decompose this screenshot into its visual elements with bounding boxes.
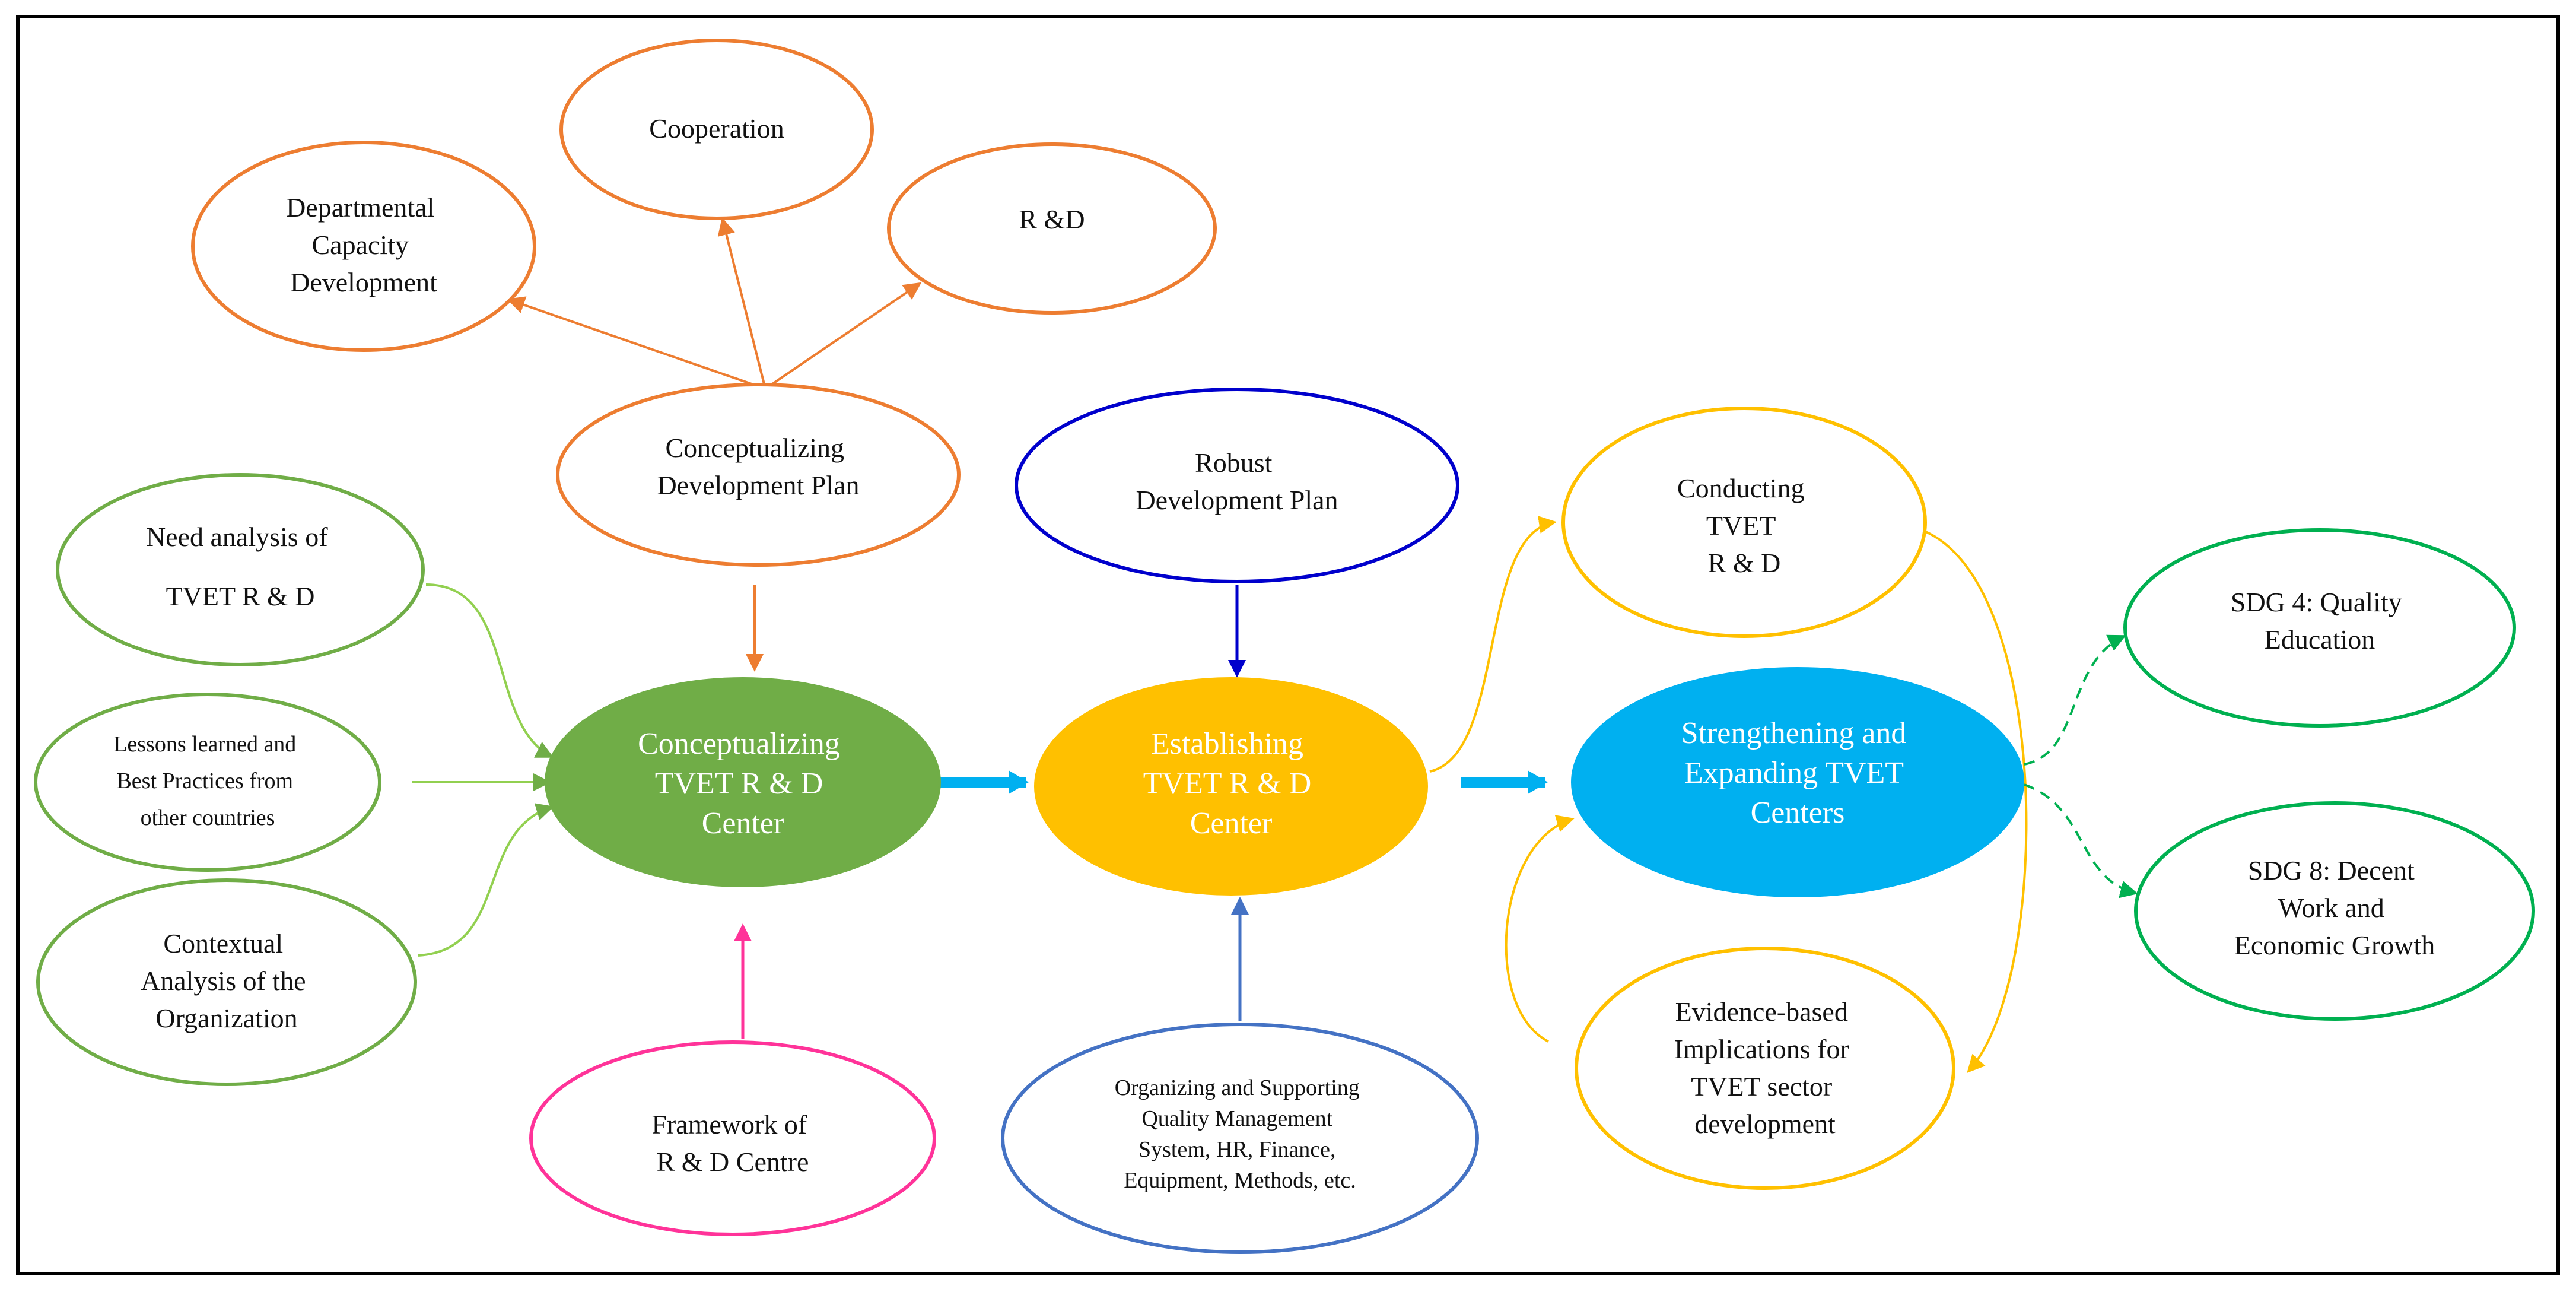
node-sdg4: SDG 4: Quality Education bbox=[2123, 528, 2516, 728]
node-cooperation: Cooperation bbox=[559, 39, 874, 220]
node-establishing-text: Establishing TVET R & D Center bbox=[1143, 727, 1319, 840]
node-strengthening-text: Strengthening and Expanding TVET Centers bbox=[1681, 716, 1914, 830]
connectors bbox=[412, 217, 2138, 1073]
node-rd: R &D bbox=[887, 142, 1217, 315]
node-need-analysis: Need analysis of TVET R & D bbox=[56, 473, 425, 666]
node-conceptualizing-plan: Conceptualizing Development Plan bbox=[556, 383, 961, 567]
arrow-plan-to-rd bbox=[764, 282, 922, 390]
arrow-plan-to-departmental bbox=[507, 296, 766, 390]
node-conceptualizing-plan-text: Conceptualizing Development Plan bbox=[657, 433, 859, 500]
node-contextual-text: Contextual Analysis of the Organization bbox=[141, 928, 313, 1033]
node-conducting-text: Conducting TVET R & D bbox=[1677, 473, 1811, 578]
node-organizing-text: Organizing and Supporting Quality Manage… bbox=[1115, 1075, 1366, 1193]
node-robust-text: Robust Development Plan bbox=[1136, 447, 1338, 515]
outer-frame bbox=[16, 15, 2560, 1275]
arrow-plan-to-cooperation bbox=[717, 217, 767, 389]
node-organizing: Organizing and Supporting Quality Manage… bbox=[1001, 1023, 1479, 1254]
node-sdg4-text: SDG 4: Quality Education bbox=[2231, 587, 2409, 655]
node-sdg8-text: SDG 8: Decent Work and Economic Growth bbox=[2234, 855, 2435, 960]
node-strengthening: Strengthening and Expanding TVET Centers bbox=[1571, 667, 2024, 897]
node-departmental-text: Departmental Capacity Development bbox=[286, 192, 441, 297]
arrow-strengthening-to-sdg4 bbox=[2024, 634, 2126, 766]
arrow-establishing-to-conducting bbox=[1429, 516, 1557, 773]
arrow-strengthening-to-sdg8 bbox=[2024, 783, 2138, 899]
node-lessons: Lessons learned and Best Practices from … bbox=[34, 693, 381, 872]
node-evidence-text: Evidence-based Implications for TVET sec… bbox=[1674, 996, 1856, 1139]
node-rd-text: R &D bbox=[1019, 204, 1085, 234]
node-departmental: Departmental Capacity Development bbox=[191, 141, 536, 352]
node-cooperation-text: Cooperation bbox=[649, 113, 784, 144]
node-framework-text: Framework of R & D Centre bbox=[651, 1109, 813, 1177]
node-need-analysis-text: Need analysis of TVET R & D bbox=[146, 522, 335, 611]
arrow-evidence-to-strengthening bbox=[1505, 815, 1575, 1043]
node-framework: Framework of R & D Centre bbox=[529, 1040, 936, 1236]
arrow-need-to-center bbox=[425, 583, 554, 758]
arrow-conducting-to-evidence bbox=[1916, 527, 2028, 1073]
node-lessons-text: Lessons learned and Best Practices from … bbox=[113, 732, 302, 830]
node-establishing: Establishing TVET R & D Center bbox=[1034, 677, 1428, 896]
arrow-contextual-to-center bbox=[418, 803, 554, 957]
node-conceptualizing-center: Conceptualizing TVET R & D Center bbox=[545, 677, 941, 887]
node-evidence: Evidence-based Implications for TVET sec… bbox=[1575, 947, 1955, 1190]
node-conducting: Conducting TVET R & D bbox=[1561, 407, 1927, 638]
node-contextual: Contextual Analysis of the Organization bbox=[36, 878, 417, 1086]
node-sdg8: SDG 8: Decent Work and Economic Growth bbox=[2134, 801, 2535, 1021]
node-robust: Robust Development Plan bbox=[1015, 388, 1459, 583]
node-conceptualizing-center-text: Conceptualizing TVET R & D Center bbox=[638, 727, 848, 840]
